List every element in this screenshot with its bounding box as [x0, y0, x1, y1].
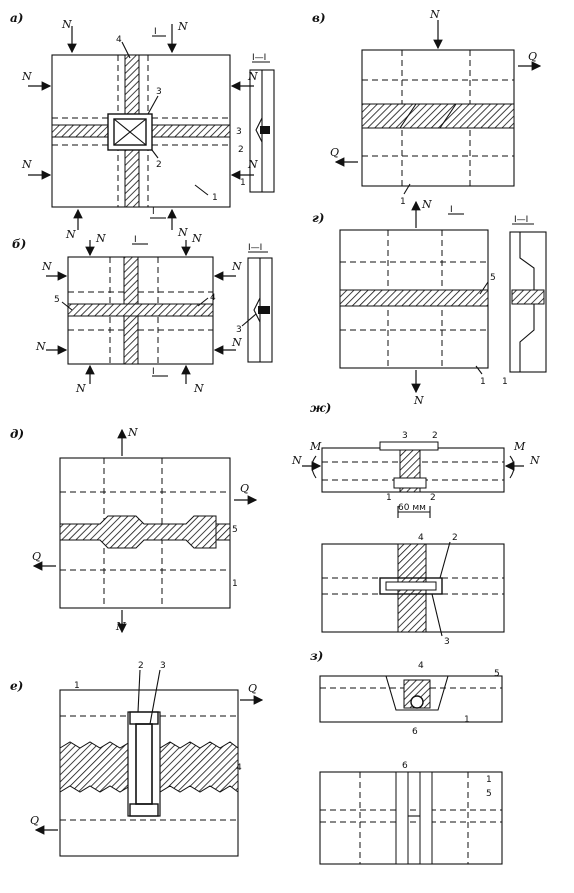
cut-mark: I: [450, 205, 453, 215]
shear-label: Q: [30, 814, 39, 827]
panel-d: д) N N Q Q 5 1: [10, 426, 258, 634]
panel-z-label: з): [310, 649, 323, 663]
panel-b: б) N N N N N N N N I I 5 4 I—I: [12, 232, 273, 395]
shear-label: Q: [248, 682, 257, 695]
shear-label: Q: [528, 50, 537, 63]
moment-label: M: [513, 440, 526, 453]
callout: 3: [402, 431, 408, 441]
force-label: N: [177, 226, 188, 239]
dimension-label: 60 мм: [398, 503, 426, 513]
shear-label: Q: [32, 550, 41, 563]
panel-zh-label: ж): [310, 401, 331, 415]
panel-d-label: д): [10, 427, 24, 441]
callout: 4: [116, 35, 122, 45]
section-label: I—I: [514, 215, 528, 225]
force-label: N: [95, 232, 106, 245]
force-label: N: [191, 232, 202, 245]
cut-mark: I: [154, 27, 157, 37]
force-label: N: [41, 260, 52, 273]
panel-v: в) N Q Q 1: [312, 8, 542, 207]
callout: 5: [490, 273, 496, 283]
callout: 1: [212, 193, 218, 203]
shear-label: Q: [240, 482, 249, 495]
force-label: N: [247, 70, 258, 83]
callout: 5: [54, 295, 60, 305]
force-label: N: [193, 382, 204, 395]
force-label: N: [231, 336, 242, 349]
keyed-joint: [59, 515, 217, 549]
callout: 3: [236, 325, 242, 335]
panel-g-label: г): [312, 211, 324, 225]
shear-label: Q: [330, 146, 339, 159]
callout: 2: [452, 533, 458, 543]
section-label: I—I: [252, 53, 266, 63]
panel-g: г) N N I 5 1 I—I 1: [312, 198, 547, 407]
force-label: N: [413, 394, 424, 407]
callout: 1: [400, 197, 406, 207]
moment-label: M: [309, 440, 322, 453]
callout: 1: [74, 681, 80, 691]
cut-mark: I: [134, 235, 137, 245]
force-label: N: [421, 198, 432, 211]
force-label: N: [247, 158, 258, 171]
callout: 1: [386, 493, 392, 503]
callout: 5: [494, 669, 500, 679]
panel-a-label: а): [10, 11, 23, 25]
force-label: N: [127, 426, 138, 439]
callout: 2: [156, 160, 162, 170]
force-label: N: [35, 340, 46, 353]
panel-e: е) Q Q 1 2 3 4: [10, 661, 264, 857]
horizontal-joint: [67, 303, 214, 317]
callout: 4: [418, 661, 424, 671]
callout: 1: [464, 715, 470, 725]
callout: 5: [232, 525, 238, 535]
cut-mark: I: [152, 207, 155, 217]
force-label: N: [65, 228, 76, 241]
callout: 1: [232, 579, 238, 589]
callout: 2: [138, 661, 144, 671]
panel-b-label: б): [12, 237, 26, 251]
callout: 1: [486, 775, 492, 785]
callout: 4: [418, 533, 424, 543]
callout: 1: [240, 178, 246, 188]
panel-z: з) 4 5 6 1 6 1 5: [310, 649, 503, 865]
callout: 4: [210, 293, 216, 303]
force-label: N: [529, 454, 540, 467]
force-label: N: [75, 382, 86, 395]
panel-zh: ж) N N M M 3 2 1 2 60 мм 4 2 3: [291, 401, 540, 647]
callout: 1: [502, 377, 508, 387]
force-label: N: [21, 158, 32, 171]
callout: 2: [432, 431, 438, 441]
panel-e-label: е): [10, 679, 23, 693]
panel-a: а) N N N N N N N N I I: [10, 11, 275, 241]
panel-v-label: в): [312, 11, 326, 25]
callout: 4: [236, 763, 242, 773]
force-label: N: [21, 70, 32, 83]
callout: 1: [480, 377, 486, 387]
force-label: N: [61, 18, 72, 31]
force-label: N: [231, 260, 242, 273]
callout: 3: [444, 637, 450, 647]
section-label: I—I: [248, 243, 262, 253]
callout: 6: [412, 727, 418, 737]
force-label: N: [429, 8, 440, 21]
callout: 3: [156, 87, 162, 97]
callout: 5: [486, 789, 492, 799]
callout: 3: [236, 127, 242, 137]
force-label: N: [291, 454, 302, 467]
force-label: N: [177, 20, 188, 33]
horizontal-joint: [339, 289, 489, 307]
force-label: N: [115, 620, 126, 633]
callout: 2: [430, 493, 436, 503]
horizontal-joint: [361, 103, 515, 129]
cut-mark: I: [152, 367, 155, 377]
callout: 3: [160, 661, 166, 671]
callout: 6: [402, 761, 408, 771]
callout: 2: [238, 145, 244, 155]
